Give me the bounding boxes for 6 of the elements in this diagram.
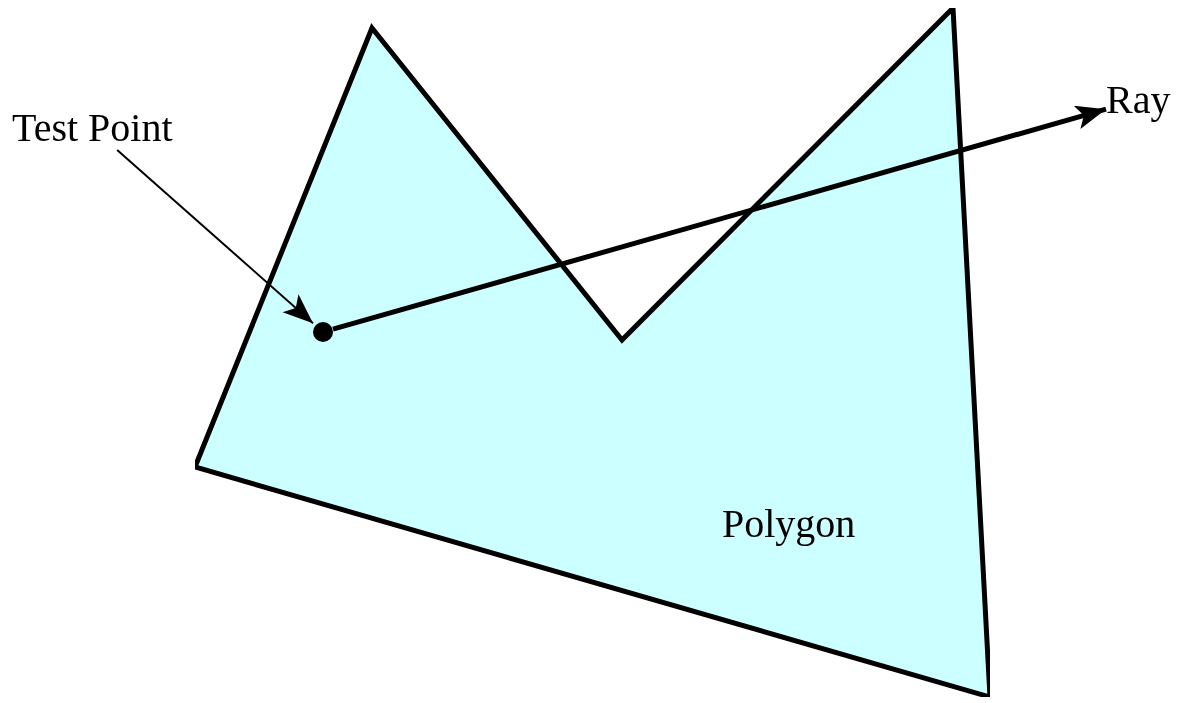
ray-arrow bbox=[332, 105, 1107, 332]
leader-arrow bbox=[116, 149, 314, 325]
ray-label: Ray bbox=[1106, 78, 1171, 122]
polygon-label: Polygon bbox=[722, 502, 856, 546]
polygon-shape bbox=[195, 8, 990, 697]
point-label: Test Point bbox=[12, 106, 173, 150]
